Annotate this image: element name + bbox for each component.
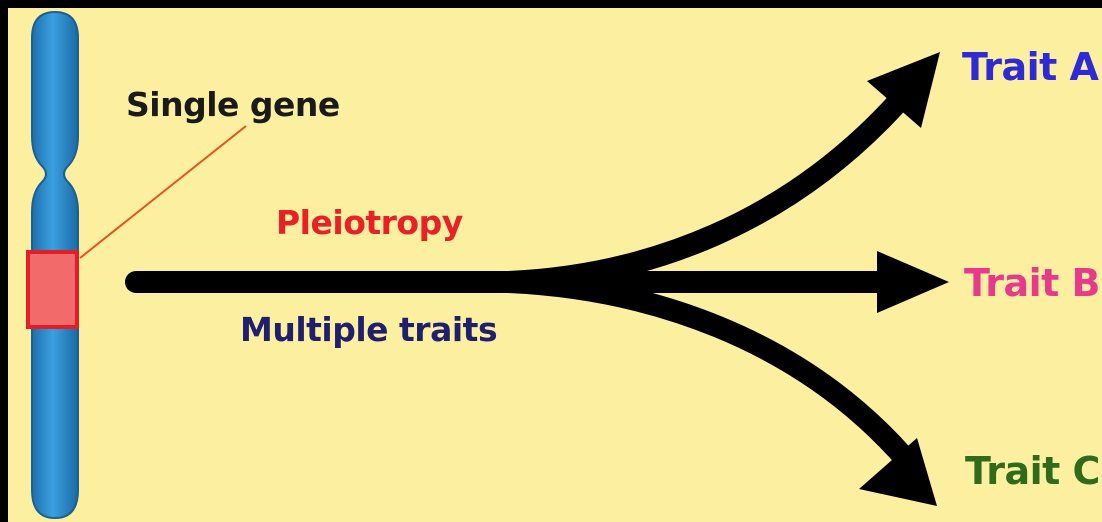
multiple-traits-label: Multiple traits — [240, 313, 497, 346]
gene-pointer-line — [80, 126, 246, 258]
single-gene-label: Single gene — [126, 88, 340, 121]
pleiotropy-label: Pleiotropy — [276, 206, 463, 239]
trait-c-label: Trait C — [965, 452, 1100, 490]
arrow-branch-a — [508, 102, 898, 282]
trait-b-label: Trait B — [964, 264, 1100, 302]
gene-locus-marker — [28, 252, 77, 327]
branching-arrow — [136, 102, 903, 456]
trait-a-label: Trait A — [962, 48, 1098, 86]
arrowhead-b — [877, 251, 949, 313]
pleiotropy-diagram: Single gene Pleiotropy Multiple traits T… — [8, 8, 1102, 522]
arrow-branch-c — [508, 282, 903, 456]
